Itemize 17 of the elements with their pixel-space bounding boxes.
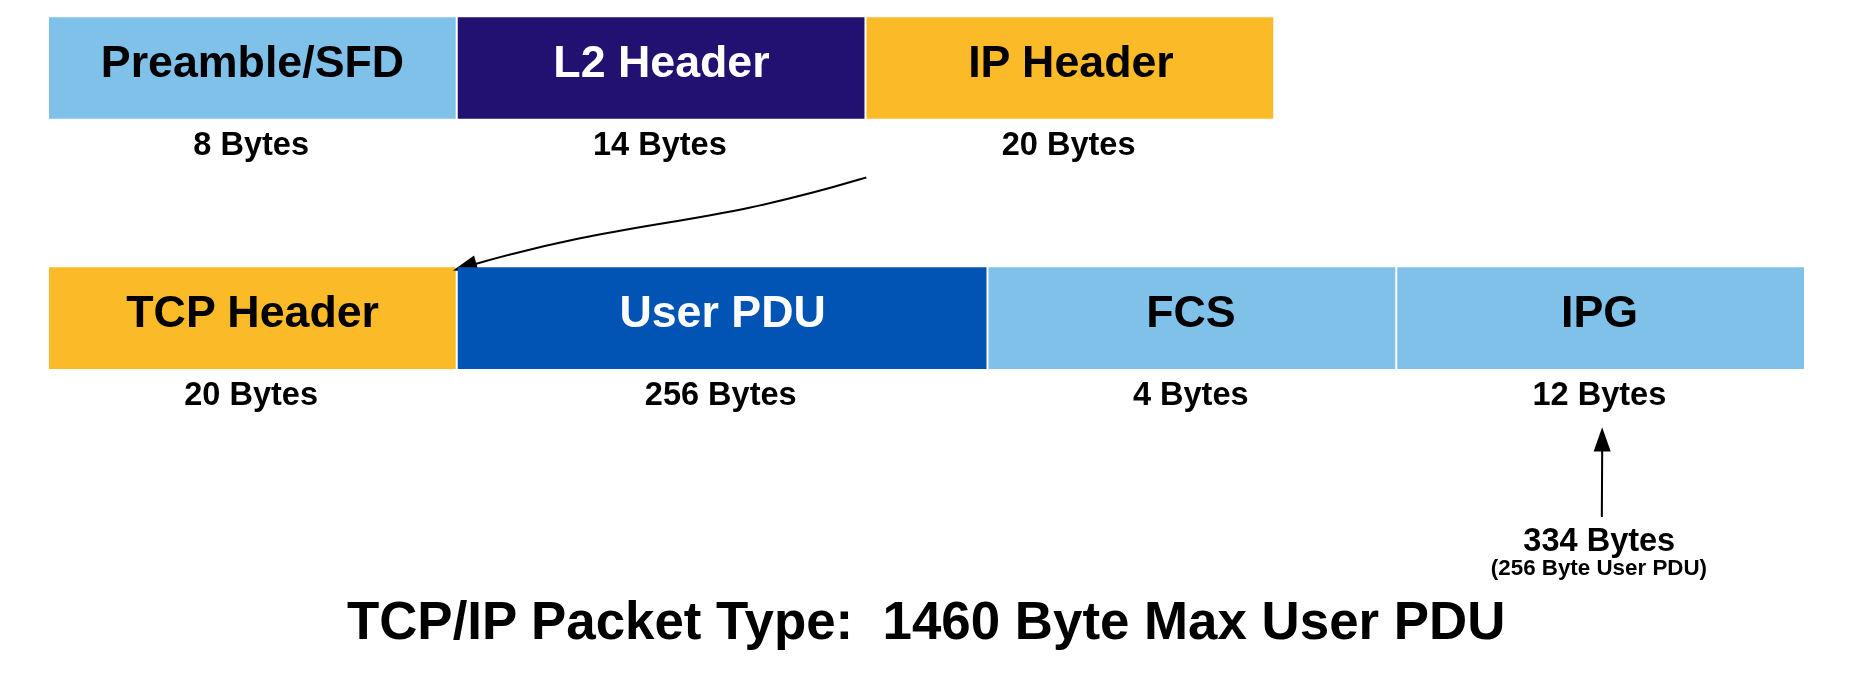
node-box: L2 Header (457, 16, 864, 119)
node-box: IP Header (866, 16, 1273, 119)
node-label: 14 Bytes (592, 125, 727, 162)
node-label: 20 Bytes (183, 375, 318, 412)
node-box: IPG (1396, 266, 1804, 369)
node-box: TCP Header (48, 266, 456, 369)
node-label: 8 Bytes (192, 125, 309, 162)
node-box: FCS (988, 266, 1395, 369)
node-label: 4 Bytes (1132, 375, 1249, 412)
diagram-title: TCP/IP Packet Type: 1460 Byte Max User PDU (346, 590, 1505, 650)
node-box: User PDU (457, 266, 986, 369)
node-label: 256 Bytes (644, 375, 797, 412)
node-text: 334 Bytes (256 Byte User PDU) (1490, 521, 1707, 580)
node-box: Preamble/SFD (48, 16, 456, 119)
arrow (1593, 426, 1611, 517)
node-label: 12 Bytes (1532, 375, 1666, 412)
node-label: 20 Bytes (1001, 125, 1136, 162)
